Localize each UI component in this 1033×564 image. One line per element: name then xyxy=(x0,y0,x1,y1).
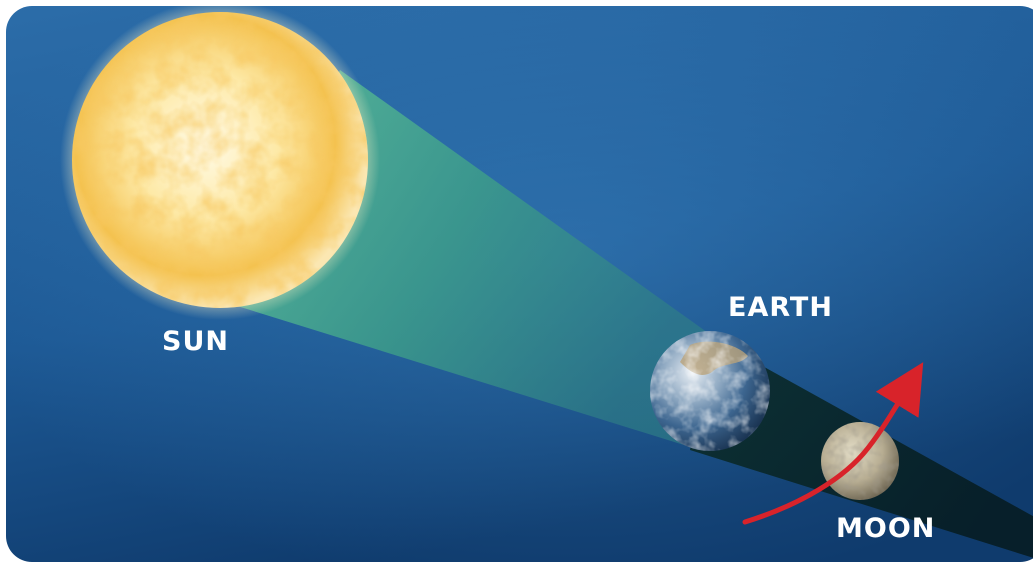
sun-surface-texture xyxy=(72,12,368,308)
earth-label: EARTH xyxy=(728,292,833,323)
earth xyxy=(650,331,770,451)
sun-label: SUN xyxy=(162,326,229,357)
sun xyxy=(60,6,380,320)
earth-clouds xyxy=(650,331,770,451)
orbit-direction-arrow xyxy=(742,362,924,525)
moon-label: MOON xyxy=(836,513,935,544)
